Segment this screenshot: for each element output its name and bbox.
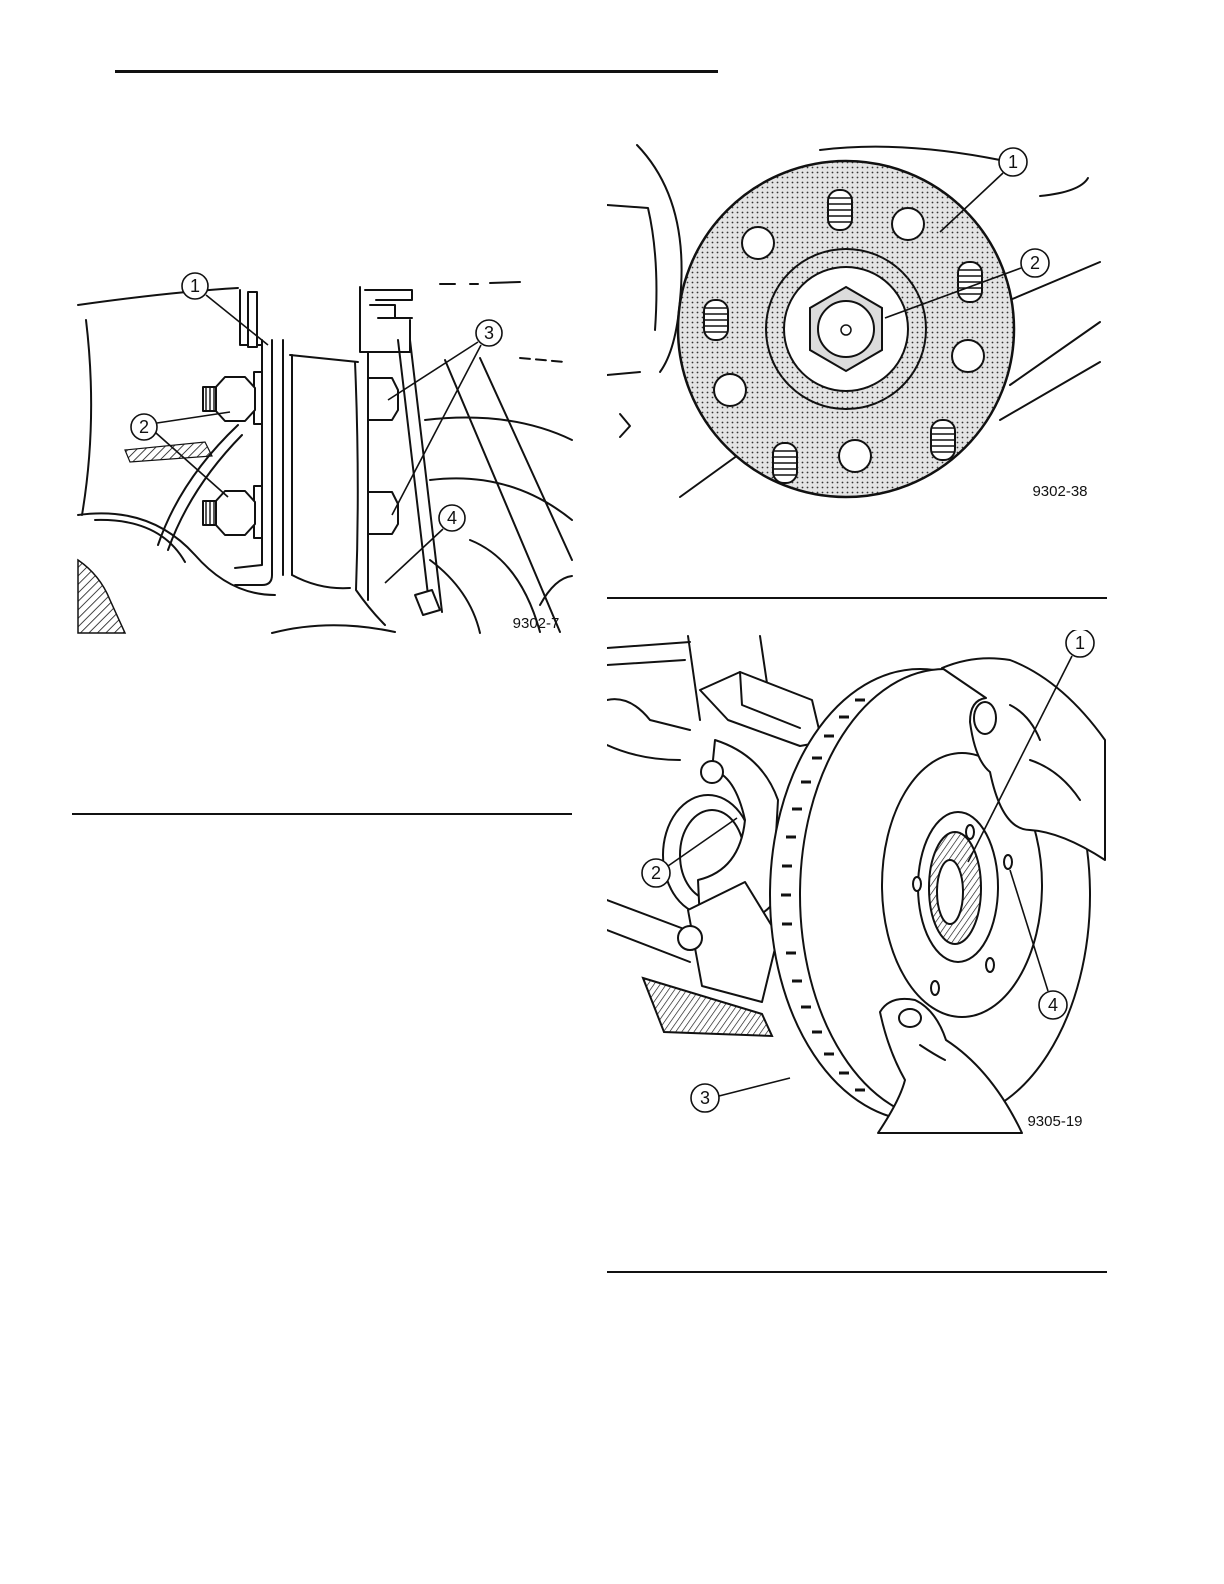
- section-divider-right-upper: [607, 597, 1107, 599]
- page-header-rule: [115, 70, 718, 73]
- hex-nut: [215, 491, 255, 535]
- wheel-stud: [931, 420, 955, 460]
- stud-hole: [986, 958, 994, 972]
- stud-hole: [966, 825, 974, 839]
- bolt-hole: [839, 440, 871, 472]
- fender-arc: [637, 145, 682, 372]
- callout-3: 3: [484, 323, 494, 343]
- bracket: [235, 290, 283, 585]
- fender-and-tire: [78, 288, 275, 633]
- arm-line-2: [1010, 322, 1100, 385]
- upper-arm-2: [607, 660, 685, 665]
- bolt-hole: [714, 374, 746, 406]
- lower-thumb-nail: [899, 1009, 921, 1027]
- bolt-hole: [892, 208, 924, 240]
- wheel-ring: [540, 576, 572, 605]
- stud-hole: [1004, 855, 1012, 869]
- fender-edge: [607, 205, 656, 330]
- leader-4: [385, 529, 443, 583]
- adapter-boss-upper: [701, 761, 723, 783]
- chevron-mark: [620, 414, 630, 437]
- knuckle-bottom: [292, 575, 350, 588]
- leader-3b: [392, 345, 481, 515]
- adapter-boss: [678, 926, 702, 950]
- wheel-stud: [704, 300, 728, 340]
- bracket-nut-lower: [203, 486, 262, 538]
- callout-4: 4: [447, 508, 457, 528]
- bracket-tab-plate: [248, 292, 257, 347]
- upper-arm-1: [607, 642, 690, 648]
- lower-diagonal: [680, 450, 745, 497]
- hose-fitting: [415, 590, 440, 615]
- callout-2: 2: [651, 863, 661, 883]
- wheel-stud: [773, 443, 797, 483]
- bolt-hole: [952, 340, 984, 372]
- adapter-upper: [700, 672, 822, 746]
- fender-inner-edge: [82, 320, 91, 515]
- strut-clip: [365, 290, 412, 318]
- figure-brake-rotor: 1 2 3 4 9305-19: [607, 630, 1107, 1140]
- arm-line-2: [480, 358, 572, 560]
- shaded-wheel-well: [78, 560, 125, 633]
- tie-rod-2: [607, 745, 680, 760]
- fender-bottom: [607, 372, 640, 375]
- leader-3: [719, 1078, 790, 1096]
- wheel-stud: [828, 190, 852, 230]
- stud-hole: [913, 877, 921, 891]
- section-divider-left: [72, 813, 572, 815]
- figure-code: 9305-19: [1027, 1113, 1082, 1130]
- knuckle-top: [290, 355, 358, 362]
- leader-2b: [156, 433, 228, 497]
- spring-arc-upper: [425, 418, 572, 441]
- arm-line-3: [1000, 362, 1100, 420]
- figure-code: 9302-38: [1032, 483, 1087, 500]
- figure-hub-nut: 1 2 9302-38: [607, 130, 1107, 510]
- section-divider-right-lower: [607, 1271, 1107, 1273]
- leader-2a: [157, 412, 230, 423]
- strut-top-box: [360, 287, 410, 352]
- bracket-nut-upper: [203, 372, 262, 424]
- callout-1: 1: [1008, 152, 1018, 172]
- dashed-edge: [520, 358, 565, 362]
- upper-thumb-nail: [974, 702, 996, 734]
- callout-2: 2: [139, 417, 149, 437]
- callout-1: 1: [1075, 633, 1085, 653]
- strut-edge-1: [688, 636, 700, 720]
- leader-1: [206, 295, 268, 345]
- callout-4: 4: [1048, 995, 1058, 1015]
- figure-strut-bracket: 1 2 3 4 9302-7: [72, 265, 577, 640]
- tie-rod-1: [607, 699, 690, 730]
- callout-3: 3: [700, 1088, 710, 1108]
- strut-assembly: [360, 287, 442, 615]
- strut-nut-upper: [368, 378, 398, 420]
- figure-code: 9302-7: [513, 615, 560, 632]
- hub-spindle: [937, 860, 963, 924]
- hex-nut: [215, 377, 255, 421]
- callout-2: 2: [1030, 253, 1040, 273]
- wheel-stud: [958, 262, 982, 302]
- rotor-arc: [272, 625, 395, 633]
- knuckle-right-edge: [1040, 178, 1088, 196]
- top-dashes: [440, 282, 520, 284]
- knuckle-top-edge: [820, 147, 1000, 160]
- spindle-center: [841, 325, 851, 335]
- callout-1: 1: [190, 276, 200, 296]
- callouts: 1 2 3 4: [131, 273, 502, 583]
- bolt-hole: [742, 227, 774, 259]
- stud-hole: [931, 981, 939, 995]
